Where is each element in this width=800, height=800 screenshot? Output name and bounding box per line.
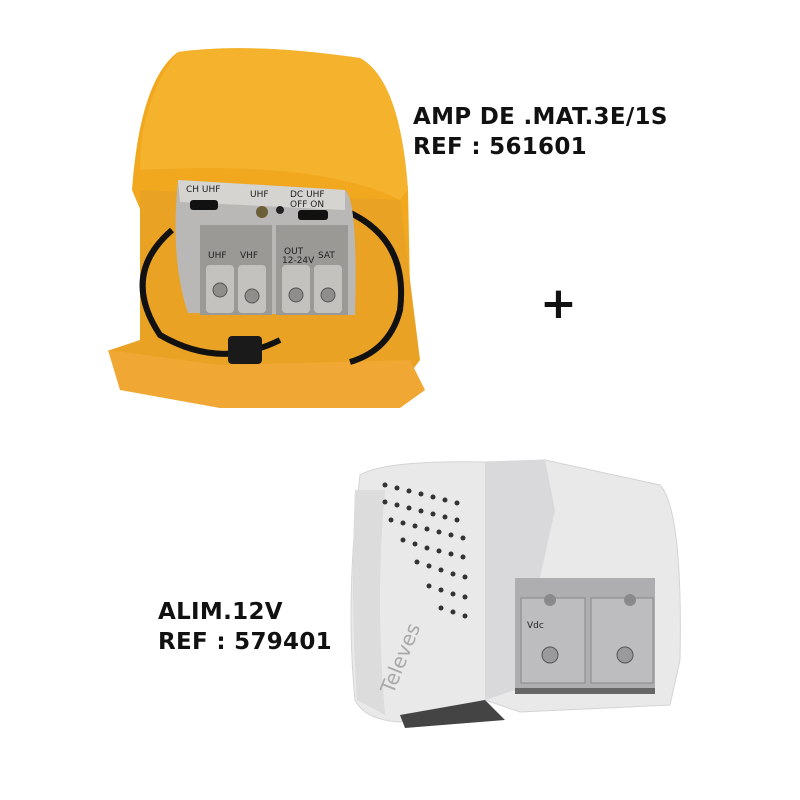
amplifier-image: CH UHF UHF DC UHF OFF ON UHF VHF OUT 12-… — [108, 48, 425, 408]
power-supply-name: ALIM.12V — [158, 599, 283, 625]
connector-left — [520, 597, 586, 684]
screw — [616, 646, 634, 664]
gain-knob[interactable] — [256, 206, 268, 218]
amplifier-name: AMP DE .MAT.3E/1S — [413, 104, 668, 130]
port-block-left — [200, 225, 272, 315]
vent-holes — [382, 482, 468, 619]
cable-clip — [228, 336, 262, 364]
ch-uhf-label: CH UHF — [186, 185, 220, 195]
amplifier-ref: REF : 561601 — [413, 134, 587, 160]
ch-uhf-switch[interactable] — [190, 200, 218, 210]
out-voltage-label: 12-24V — [282, 256, 315, 266]
power-supply-ref: REF : 579401 — [158, 629, 332, 655]
dc-uhf-label: DC UHF — [290, 190, 325, 200]
uhf-gain-label: UHF — [250, 190, 269, 200]
port-label-vhf: VHF — [240, 251, 258, 261]
port-label-uhf: UHF — [208, 251, 227, 261]
screw — [288, 287, 304, 303]
screw — [320, 287, 336, 303]
dc-uhf-switch[interactable] — [298, 210, 328, 220]
power-supply-label: ALIM.12V REF : 579401 — [158, 597, 332, 657]
screw — [541, 646, 559, 664]
port-label-out: OUT — [284, 247, 304, 257]
off-on-label: OFF ON — [290, 200, 324, 210]
screw — [244, 288, 260, 304]
vdc-label: Vdc — [527, 621, 544, 631]
port-label-sat: SAT — [318, 251, 335, 261]
power-supply-image: Televes Vdc — [350, 459, 681, 728]
port-block-right — [276, 225, 348, 315]
connector-right — [590, 597, 654, 684]
screw — [212, 282, 228, 298]
amplifier-label: AMP DE .MAT.3E/1S REF : 561601 — [413, 102, 668, 162]
plus-sign: + — [540, 278, 577, 329]
